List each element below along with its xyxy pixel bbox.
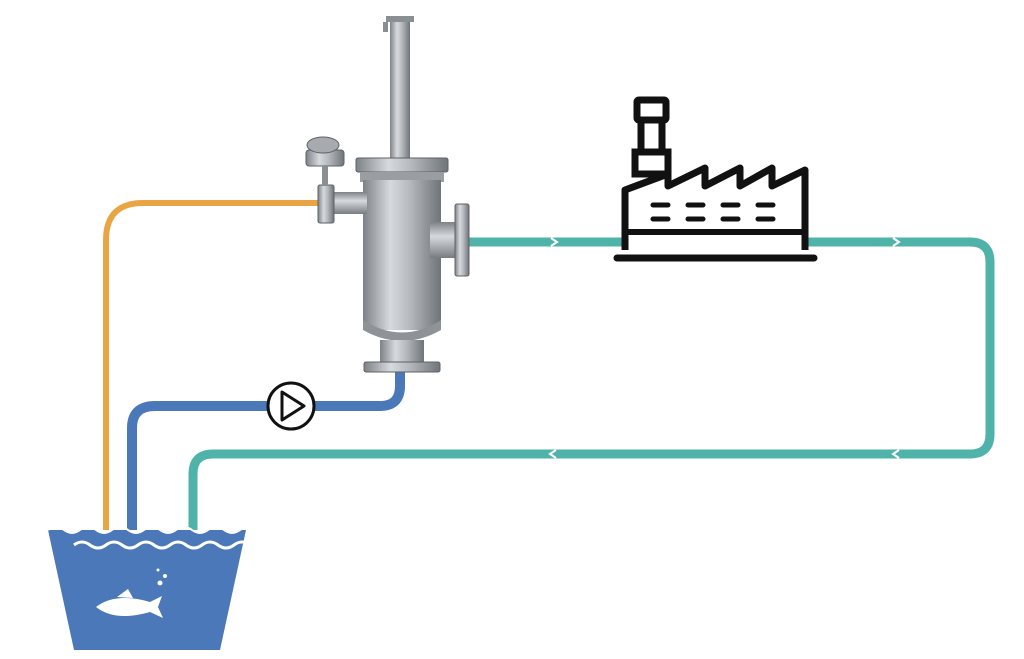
bubbles (156, 568, 167, 586)
self-cleaning-filter-icon (305, 16, 470, 373)
fish-icon (96, 589, 163, 618)
pump-icon (266, 381, 316, 431)
flow-arrow-icon (891, 449, 900, 459)
factory-icon (613, 96, 818, 262)
flow-arrow-icon (548, 449, 557, 459)
water-tank-icon (47, 526, 263, 650)
flush-line (103, 200, 323, 538)
return-pipe (188, 237, 995, 540)
flow-arrow-icon (892, 237, 901, 247)
flow-arrow-icon (550, 237, 559, 247)
suction-pipe (127, 367, 405, 540)
